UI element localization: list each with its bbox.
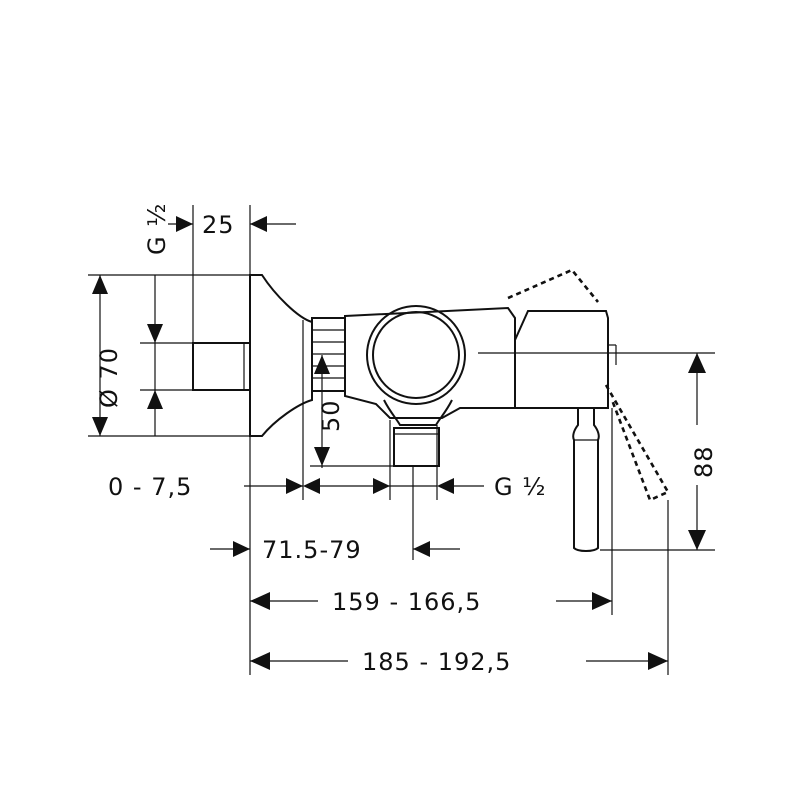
thread-outlet-label: G ½: [494, 473, 547, 501]
arrow-head: [250, 216, 267, 232]
cartridge-face: [372, 311, 460, 399]
dim-pipe-height: [147, 275, 163, 436]
dim-25-label: 25: [202, 211, 235, 239]
arrow-head: [373, 478, 390, 494]
arrow-head: [92, 417, 108, 436]
arrow-head: [688, 530, 706, 550]
arrow-head: [303, 478, 320, 494]
arrow-head: [688, 353, 706, 373]
arrow-head: [314, 447, 330, 466]
inlet-pipe: [192, 342, 251, 391]
dim-88: 88: [688, 353, 718, 550]
arrow-head: [286, 478, 303, 494]
dim-185-1925-label: 185 - 192,5: [362, 648, 511, 676]
mixer-body: [344, 306, 516, 419]
thread-left-label: G ½: [143, 203, 171, 256]
dim-50-label: 50: [317, 399, 345, 432]
arrow-head: [233, 541, 250, 557]
dim-50: 50: [310, 355, 394, 468]
lever-housing: [514, 310, 609, 409]
handle-stem: [572, 408, 600, 552]
cartridge-ring: [366, 305, 466, 405]
dim-88-label: 88: [690, 445, 718, 478]
dim-185-1925: 185 - 192,5: [250, 648, 668, 676]
dim-25: 25: [168, 211, 296, 239]
dim-diameter-label: Ø 70: [95, 347, 123, 408]
dim-0-75-label: 0 - 7,5: [108, 473, 192, 501]
handle-alt-position: [507, 268, 670, 502]
dim-159-1665-label: 159 - 166,5: [332, 588, 481, 616]
arrow-head: [250, 592, 270, 610]
outlet-neck: [383, 399, 453, 426]
dim-715-79-label: 71.5-79: [262, 536, 362, 564]
arrow-head: [147, 390, 163, 409]
extension-lines: [88, 205, 715, 675]
dim-0-75: 0 - 7,5: [108, 473, 390, 501]
arrow-head: [592, 592, 612, 610]
arrow-head: [314, 355, 330, 374]
dim-thread-outlet: G ½: [390, 473, 547, 501]
arrow-head: [437, 478, 454, 494]
dim-159-1665: 159 - 166,5: [250, 588, 612, 616]
arrow-head: [147, 324, 163, 343]
arrow-head: [648, 652, 668, 670]
mixer-outline: [192, 268, 670, 552]
arrow-head: [92, 275, 108, 294]
arrow-head: [176, 216, 193, 232]
outlet-spout: [393, 427, 440, 467]
dim-diameter-70: Ø 70: [92, 275, 123, 436]
arrow-head: [413, 541, 430, 557]
arrow-head: [250, 652, 270, 670]
dim-715-79: 71.5-79: [210, 536, 460, 564]
